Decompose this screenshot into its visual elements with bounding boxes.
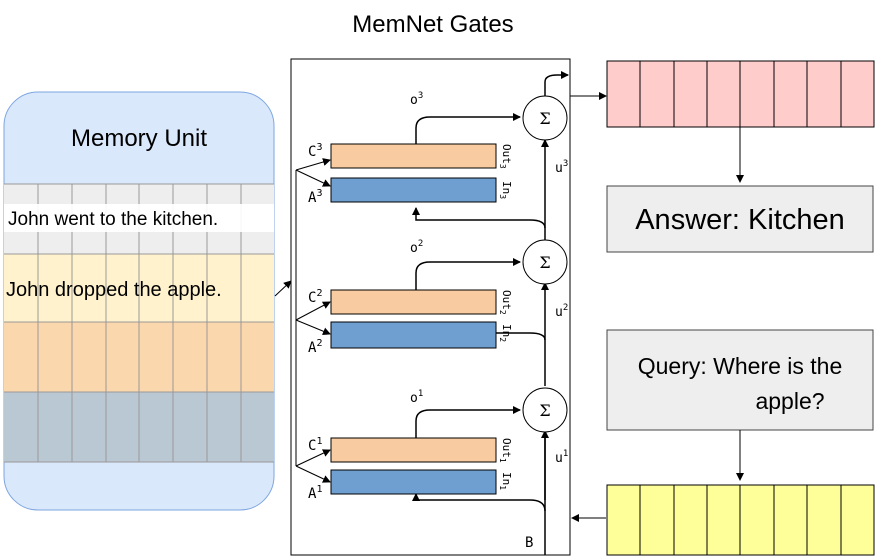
diagram-title: MemNet Gates xyxy=(352,11,513,38)
a3-label: A3 xyxy=(308,188,322,206)
c2-bar xyxy=(330,289,497,315)
input-b-label: B xyxy=(525,535,533,551)
a2-label: A2 xyxy=(308,338,322,356)
sum-node-2 xyxy=(522,239,568,285)
sum-node-3 xyxy=(522,95,568,141)
in2-label: In2 xyxy=(498,324,513,342)
memory-split-arrows xyxy=(295,158,331,483)
memory-sentence-2: John dropped the apple. xyxy=(6,279,222,301)
u-flow-lines xyxy=(412,71,569,555)
a3-bar xyxy=(330,177,497,203)
a2-bar xyxy=(330,321,497,349)
sum-symbol-3: Σ xyxy=(539,109,550,128)
query-line-2: apple? xyxy=(755,388,824,414)
query-cells xyxy=(606,484,875,556)
o-flow-lines xyxy=(415,113,521,438)
memory-sentence-1: John went to the kitchen. xyxy=(8,209,218,230)
c2-label: C2 xyxy=(308,288,322,306)
u2-label: u2 xyxy=(555,303,568,320)
in1-label: In1 xyxy=(498,472,513,490)
memory-to-network-arrow xyxy=(274,280,292,297)
out2-label: Out2 xyxy=(498,290,513,315)
query-box xyxy=(606,329,874,431)
query-line-1: Query: Where is the xyxy=(638,353,843,379)
out1-label: Out1 xyxy=(498,438,513,463)
layer-2: C2 A2 o2 u2 Out2 In2 Σ xyxy=(308,239,568,356)
o3-label: o3 xyxy=(410,91,423,108)
out3-label: Out3 xyxy=(498,144,513,169)
a1-bar xyxy=(330,469,497,495)
o1-label: o1 xyxy=(410,389,423,406)
answer-box xyxy=(606,185,874,253)
c3-label: C3 xyxy=(308,142,322,160)
u3-label: u3 xyxy=(555,159,568,176)
a1-label: A1 xyxy=(308,484,322,502)
answer-text: Answer: Kitchen xyxy=(635,204,845,236)
sum-symbol-1: Σ xyxy=(539,401,550,420)
c1-bar xyxy=(330,437,497,463)
in3-label: In3 xyxy=(498,181,513,199)
u1-label: u1 xyxy=(555,449,568,466)
layer-1: C1 A1 o1 u1 Out1 In1 Σ xyxy=(308,387,568,502)
c1-label: C1 xyxy=(308,436,322,454)
output-cells xyxy=(606,60,875,128)
c3-bar xyxy=(330,143,497,169)
memory-unit: Memory Unit John went to the kitchen. Jo… xyxy=(3,91,275,511)
sum-symbol-2: Σ xyxy=(539,253,550,272)
o2-label: o2 xyxy=(410,239,423,256)
sum-node-1 xyxy=(522,387,568,433)
memory-unit-title: Memory Unit xyxy=(71,125,207,152)
layer-3: C3 A3 o3 u3 Out3 In3 Σ xyxy=(308,91,568,206)
